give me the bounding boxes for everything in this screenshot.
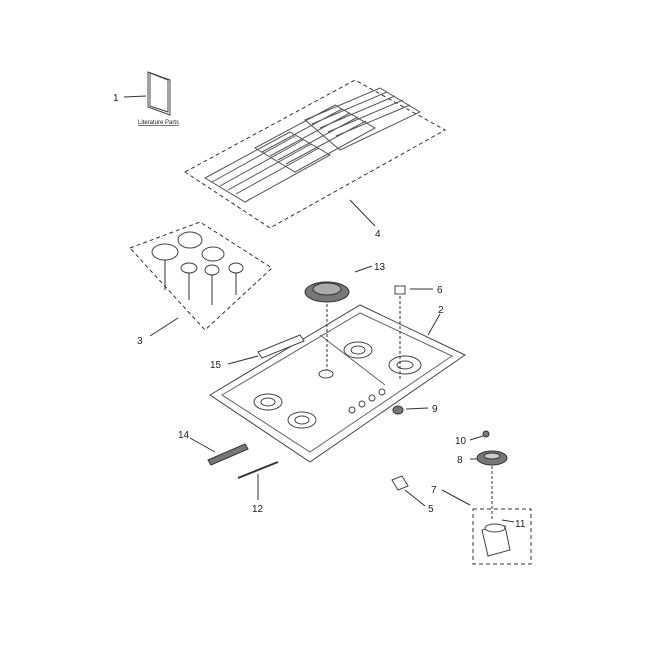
callout-5: 5 — [428, 504, 434, 515]
callout-3: 3 — [137, 336, 143, 347]
callout-12: 12 — [252, 504, 264, 515]
callout-1: 1 — [113, 93, 119, 104]
callout-10: 10 — [455, 436, 467, 447]
part-14: 14 — [178, 430, 249, 466]
part-15: 15 — [210, 334, 305, 371]
literature-caption: Literature Parts — [138, 120, 179, 126]
cooktop-part: 2 — [209, 304, 466, 463]
part-10-8: 10 8 — [455, 430, 508, 520]
callout-11: 11 — [515, 519, 526, 530]
part-12: 12 — [237, 461, 279, 515]
grates-part: 4 — [184, 79, 447, 240]
part-7-11: 7 11 — [431, 485, 532, 565]
callout-4: 4 — [375, 229, 381, 240]
callout-13: 13 — [374, 262, 386, 273]
callout-14: 14 — [178, 430, 190, 441]
callout-8: 8 — [457, 455, 463, 466]
callout-7: 7 — [431, 485, 437, 496]
callout-6: 6 — [437, 285, 443, 296]
callout-15: 15 — [210, 360, 222, 371]
part-6: 6 — [394, 285, 443, 380]
part-5: 5 — [391, 475, 434, 515]
burner-caps-part: 3 — [129, 221, 273, 347]
callout-9: 9 — [432, 404, 438, 415]
literature-part: 1 Literature Parts — [113, 71, 179, 126]
callout-2: 2 — [438, 305, 444, 316]
part-9: 9 — [392, 404, 438, 415]
burner-part-13: 13 — [304, 262, 386, 370]
